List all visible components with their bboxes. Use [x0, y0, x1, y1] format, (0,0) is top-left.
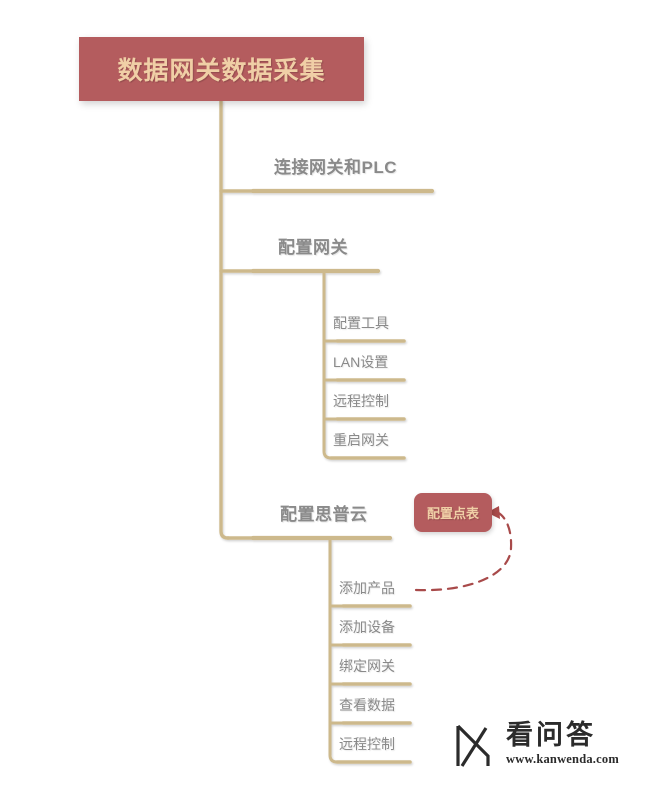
leaf-label: 查看数据 [339, 697, 395, 713]
watermark-url: www.kanwenda.com [506, 752, 619, 766]
leaf-node-lan-settings[interactable]: LAN设置 [333, 352, 388, 372]
leaf-node-restart-gateway[interactable]: 重启网关 [333, 430, 389, 450]
branch-label: 配置思普云 [280, 505, 368, 524]
leaf-node-remote-control-cloud[interactable]: 远程控制 [339, 734, 395, 754]
leaf-node-remote-control-gateway[interactable]: 远程控制 [333, 391, 389, 411]
watermark-text: 看问答 www.kanwenda.com [506, 722, 619, 767]
branch-label: 配置网关 [278, 238, 348, 257]
leaf-label: 重启网关 [333, 432, 389, 448]
leaf-label: 绑定网关 [339, 658, 395, 674]
leaf-node-add-device[interactable]: 添加设备 [339, 617, 395, 637]
leaf-label: 添加产品 [339, 580, 395, 596]
leaf-label: LAN设置 [333, 354, 389, 370]
branch-node-configure-sipu-cloud[interactable]: 配置思普云 [280, 500, 368, 525]
root-node-box[interactable]: 数据网关数据采集 [79, 37, 364, 101]
leaf-node-config-tool[interactable]: 配置工具 [333, 313, 389, 333]
callout-label: 配置点表 [426, 506, 479, 521]
watermark-name: 看问答 [506, 720, 596, 750]
watermark: 看问答 www.kanwenda.com [452, 722, 619, 770]
branch-node-connect-gateway-plc[interactable]: 连接网关和PLC [274, 153, 397, 178]
leaf-label: 配置工具 [333, 315, 389, 331]
leaf-label: 添加设备 [339, 619, 395, 635]
leaf-node-bind-gateway[interactable]: 绑定网关 [339, 656, 395, 676]
kanwenda-k-logo-icon [456, 724, 490, 767]
leaf-label: 远程控制 [339, 736, 395, 752]
branch-label: 连接网关和PLC [274, 158, 397, 177]
callout-node-point-table[interactable]: 配置点表 [414, 493, 492, 532]
branch-node-configure-gateway[interactable]: 配置网关 [278, 233, 348, 258]
leaf-label: 远程控制 [333, 393, 389, 409]
leaf-node-add-product[interactable]: 添加产品 [339, 578, 395, 598]
leaf-node-view-data[interactable]: 查看数据 [339, 695, 395, 715]
root-node-label: 数据网关数据采集 [117, 57, 326, 85]
